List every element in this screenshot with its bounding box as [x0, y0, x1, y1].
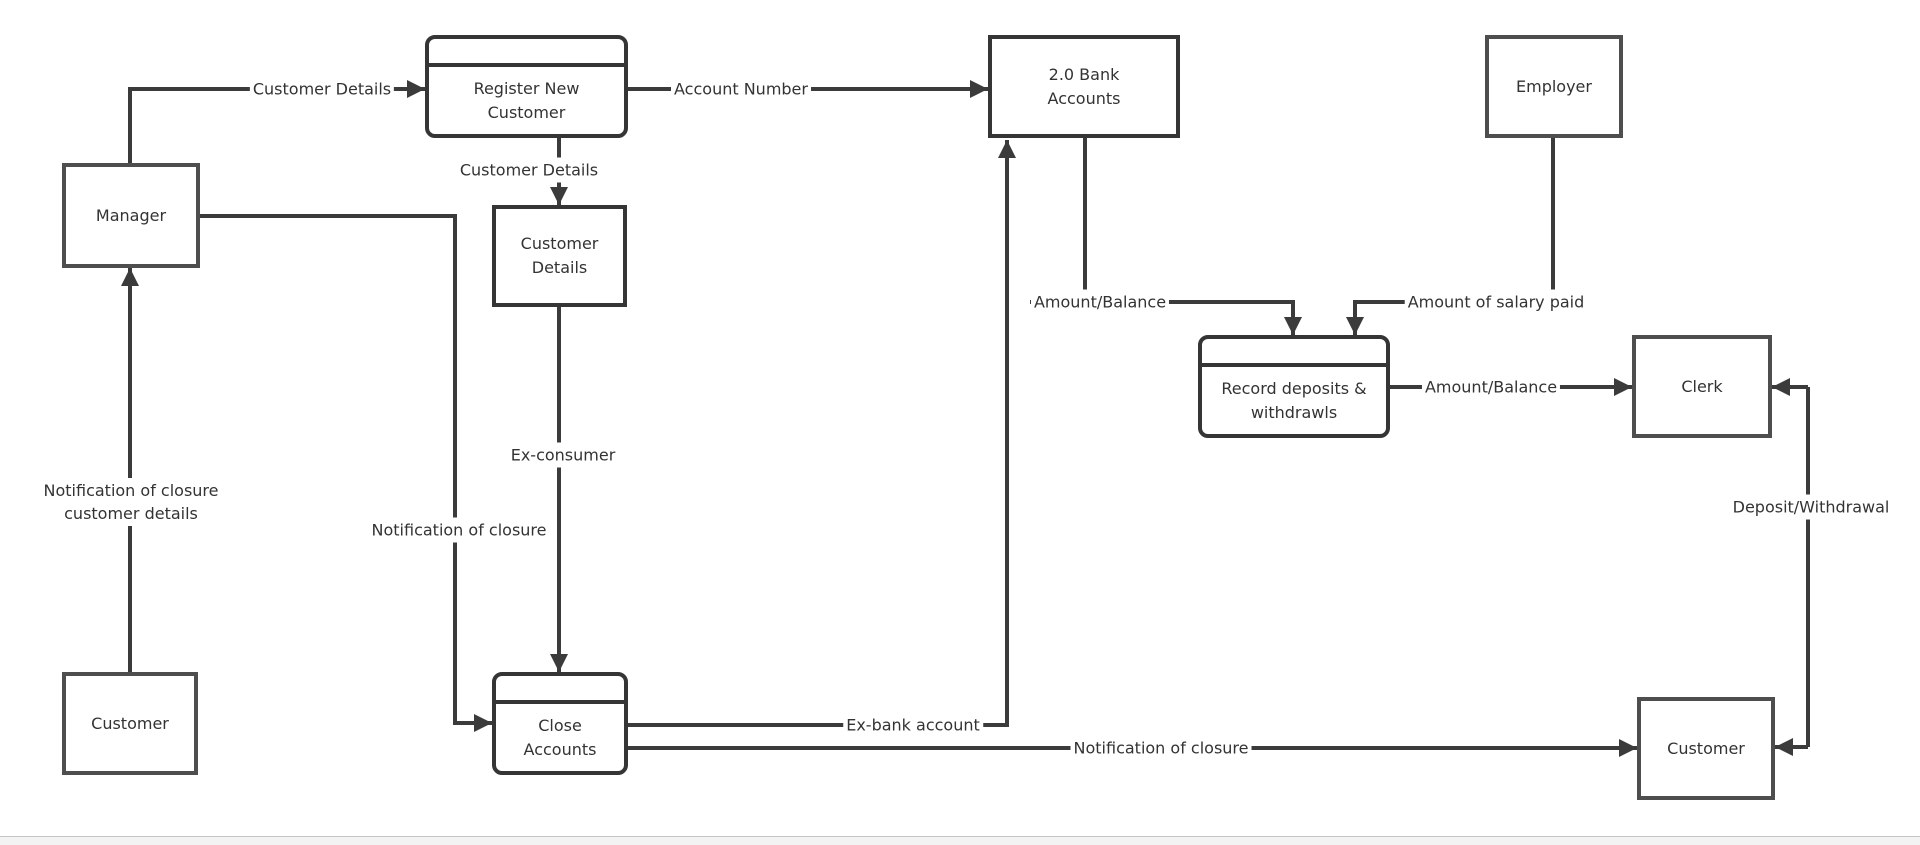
flow-label-amount-balance-left: Amount/Balance — [1030, 289, 1170, 315]
process-record-deposits[interactable]: Record deposits & withdrawls — [1198, 335, 1390, 438]
node-label: Employer — [1516, 76, 1592, 96]
node-label: 2.0 Bank Accounts — [1047, 64, 1121, 108]
flow-label-customer-details-top: Customer Details — [249, 76, 395, 102]
node-label: Close Accounts — [523, 715, 597, 759]
process-header-band — [496, 676, 624, 704]
store-customer-details[interactable]: Customer Details — [492, 205, 627, 307]
node-label: Clerk — [1681, 376, 1723, 396]
node-label: Manager — [95, 205, 167, 225]
process-register-new-customer[interactable]: Register New Customer — [425, 35, 628, 138]
entity-employer[interactable]: Employer — [1485, 35, 1623, 138]
flow-label-customer-details-mid: Customer Details — [456, 157, 602, 183]
node-label: Record deposits & withdrawls — [1221, 378, 1367, 422]
node-label: Customer Details — [520, 234, 599, 277]
node-label: Customer — [1667, 738, 1745, 758]
node-label: Customer — [91, 713, 169, 733]
flow-label-amount-balance-right: Amount/Balance — [1421, 374, 1561, 400]
bottom-divider — [0, 836, 1920, 845]
process-close-accounts[interactable]: Close Accounts — [492, 672, 628, 775]
entity-manager[interactable]: Manager — [62, 163, 200, 268]
flow-label-account-number: Account Number — [671, 76, 811, 102]
flow-label-amount-salary-paid: Amount of salary paid — [1404, 289, 1588, 315]
flow-line-manager-to-close — [200, 214, 492, 732]
flow-label-notification-closure-mid: Notification of closure — [368, 517, 550, 543]
process-bank-accounts[interactable]: 2.0 Bank Accounts — [988, 35, 1180, 138]
flow-label-notification-closure-bottom: Notification of closure — [1070, 735, 1252, 761]
entity-customer-left[interactable]: Customer — [62, 672, 198, 775]
node-label: Register New Customer — [473, 78, 580, 122]
flow-label-deposit-withdrawal: Deposit/Withdrawal — [1729, 494, 1893, 520]
process-header-band — [1202, 339, 1386, 367]
entity-customer-right[interactable]: Customer — [1637, 697, 1775, 800]
flow-label-ex-consumer: Ex-consumer — [507, 442, 619, 468]
flow-label-notification-closure-customer: Notification of closure customer details — [40, 478, 222, 526]
entity-clerk[interactable]: Clerk — [1632, 335, 1772, 438]
process-header-band — [429, 39, 624, 67]
flow-line-close-to-bank — [628, 140, 1016, 727]
flow-label-ex-bank-account: Ex-bank account — [843, 712, 983, 738]
